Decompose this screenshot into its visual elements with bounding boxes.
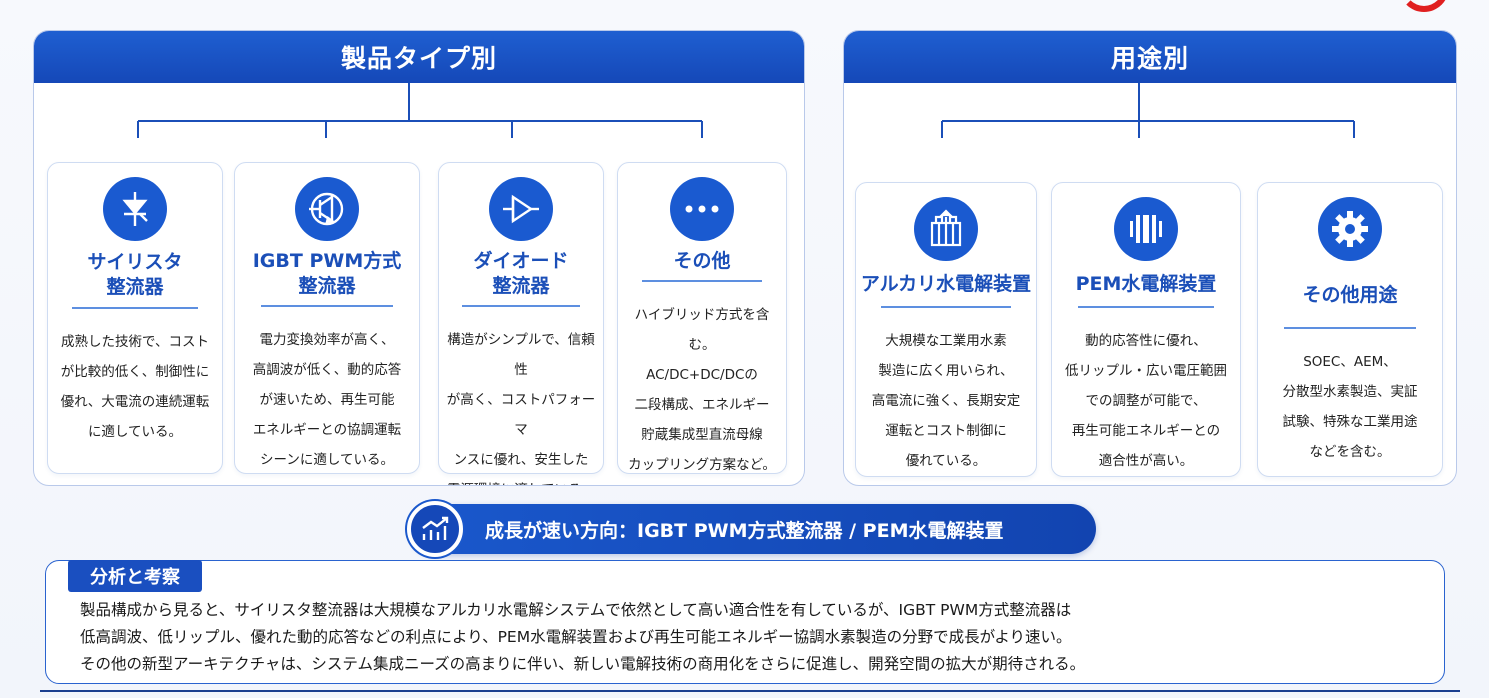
card-description: SOEC、AEM、 分散型水素製造、実証 試験、特殊な工業用途 などを含む。 (1282, 354, 1418, 460)
card-thyristor: サイリスタ 整流器 成熟した技術で、コスト が比較的低く、制御性に 優れ、大電流… (47, 162, 223, 474)
card-description: 成熟した技術で、コスト が比較的低く、制御性に 優れ、大電流の連続運転 に適して… (60, 334, 210, 440)
card-other-applications: その他用途 SOEC、AEM、 分散型水素製造、実証 試験、特殊な工業用途 など… (1257, 182, 1443, 477)
card-divider (1078, 306, 1214, 308)
analysis-text: 製品構成から見ると、サイリスタ整流器は大規模なアルカリ水電解システムで依然として… (80, 597, 1424, 678)
card-title: IGBT PWM方式 整流器 (252, 250, 402, 297)
card-title: その他用途 (1302, 283, 1398, 306)
card-diode: ダイオード 整流器 構造がシンプルで、信頼性 が高く、コストパフォーマ ンスに優… (438, 162, 604, 485)
card-title: その他 (673, 250, 731, 272)
card-divider (461, 305, 581, 307)
analysis-box: 分析と考察 製品構成から見ると、サイリスタ整流器は大規模なアルカリ水電解システム… (45, 560, 1445, 684)
more-icon (670, 177, 734, 241)
igbt-icon (295, 177, 359, 241)
analysis-line: 製品構成から見ると、サイリスタ整流器は大規模なアルカリ水電解システムで依然として… (80, 601, 1072, 619)
pem-stack-icon (1114, 197, 1178, 261)
card-title: ダイオード 整流器 (473, 250, 569, 297)
product-type-header: 製品タイプ別 (34, 31, 804, 83)
card-title: PEM水電解装置 (1075, 273, 1217, 295)
corner-decoration (1399, 0, 1449, 12)
card-divider (881, 306, 1011, 308)
card-divider (260, 305, 394, 307)
card-alkaline: アルカリ水電解装置 大規模な工業用水素 製造に広く用いられ、 高電流に強く、長期… (855, 182, 1037, 477)
card-description: 電力変換効率が高く、 高調波が低く、動的応答 が速いため、再生可能 エネルギーと… (252, 332, 402, 468)
diode-icon (489, 177, 553, 241)
application-panel: 用途別 (843, 30, 1457, 486)
analysis-tag: 分析と考察 (68, 560, 202, 592)
card-description: 構造がシンプルで、信頼性 が高く、コストパフォーマ ンスに優れ、安生した 電源環… (446, 332, 596, 485)
application-tree-connector (941, 83, 1355, 138)
alkaline-electrolyzer-icon (914, 197, 978, 261)
bottom-rule (40, 690, 1460, 692)
growth-direction-banner: 成長が速い方向：IGBT PWM方式整流器 / PEM水電解装置 (407, 501, 1096, 557)
card-description: 大規模な工業用水素 製造に広く用いられ、 高電流に強く、長期安定 運転とコスト制… (871, 333, 1021, 469)
card-description: ハイブリッド方式を含む。 AC/DC+DC/DCの 二段構成、エネルギー 貯蔵集… (628, 307, 776, 473)
gear-icon (1318, 197, 1382, 261)
card-divider (641, 280, 763, 282)
analysis-line: その他の新型アーキテクチャは、システム集成ニーズの高まりに伴い、新しい電解技術の… (80, 655, 1086, 673)
product-type-panel: 製品タイプ別 サイリスタ 整 (33, 30, 805, 486)
card-other-products: その他 ハイブリッド方式を含む。 AC/DC+DC/DCの 二段構成、エネルギー… (617, 162, 787, 474)
card-description: 動的応答性に優れ、 低リップル・広い電圧範囲 での調整が可能で、 再生可能エネル… (1065, 333, 1227, 469)
card-divider (72, 307, 198, 309)
product-tree-connector (137, 83, 703, 138)
application-header: 用途別 (844, 31, 1456, 83)
growth-chart-icon (407, 501, 463, 557)
card-igbt: IGBT PWM方式 整流器 電力変換効率が高く、 高調波が低く、動的応答 が速… (234, 162, 420, 474)
thyristor-icon (103, 177, 167, 241)
growth-direction-text: 成長が速い方向：IGBT PWM方式整流器 / PEM水電解装置 (485, 519, 1004, 542)
card-pem: PEM水電解装置 動的応答性に優れ、 低リップル・広い電圧範囲 での調整が可能で… (1051, 182, 1241, 477)
analysis-line: 低高調波、低リップル、優れた動的応答などの利点により、PEM水電解装置および再生… (80, 628, 1072, 646)
card-title: サイリスタ 整流器 (87, 251, 183, 298)
card-title: アルカリ水電解装置 (860, 273, 1032, 295)
card-divider (1283, 327, 1417, 329)
